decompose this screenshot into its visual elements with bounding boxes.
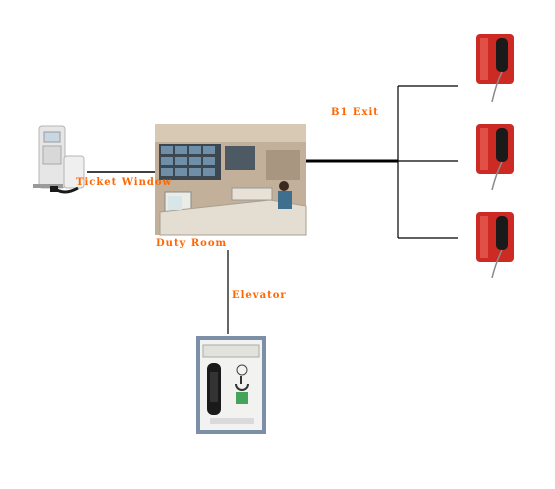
wall-mounted-red-phone-icon [476, 124, 514, 191]
ticket-window-label: Ticket Window [76, 177, 173, 188]
control-room-photo [155, 124, 307, 236]
b1-exit-label: B1 Exit [331, 107, 379, 118]
wall-mounted-red-phone-icon [476, 34, 514, 103]
elevator-label: Elevator [232, 290, 287, 301]
ticket-kiosk-phone-icon [33, 125, 85, 194]
duty-room-label: Duty Room [156, 238, 228, 249]
elevator-emergency-phone-icon [196, 336, 266, 434]
wall-mounted-red-phone-icon [476, 212, 514, 279]
